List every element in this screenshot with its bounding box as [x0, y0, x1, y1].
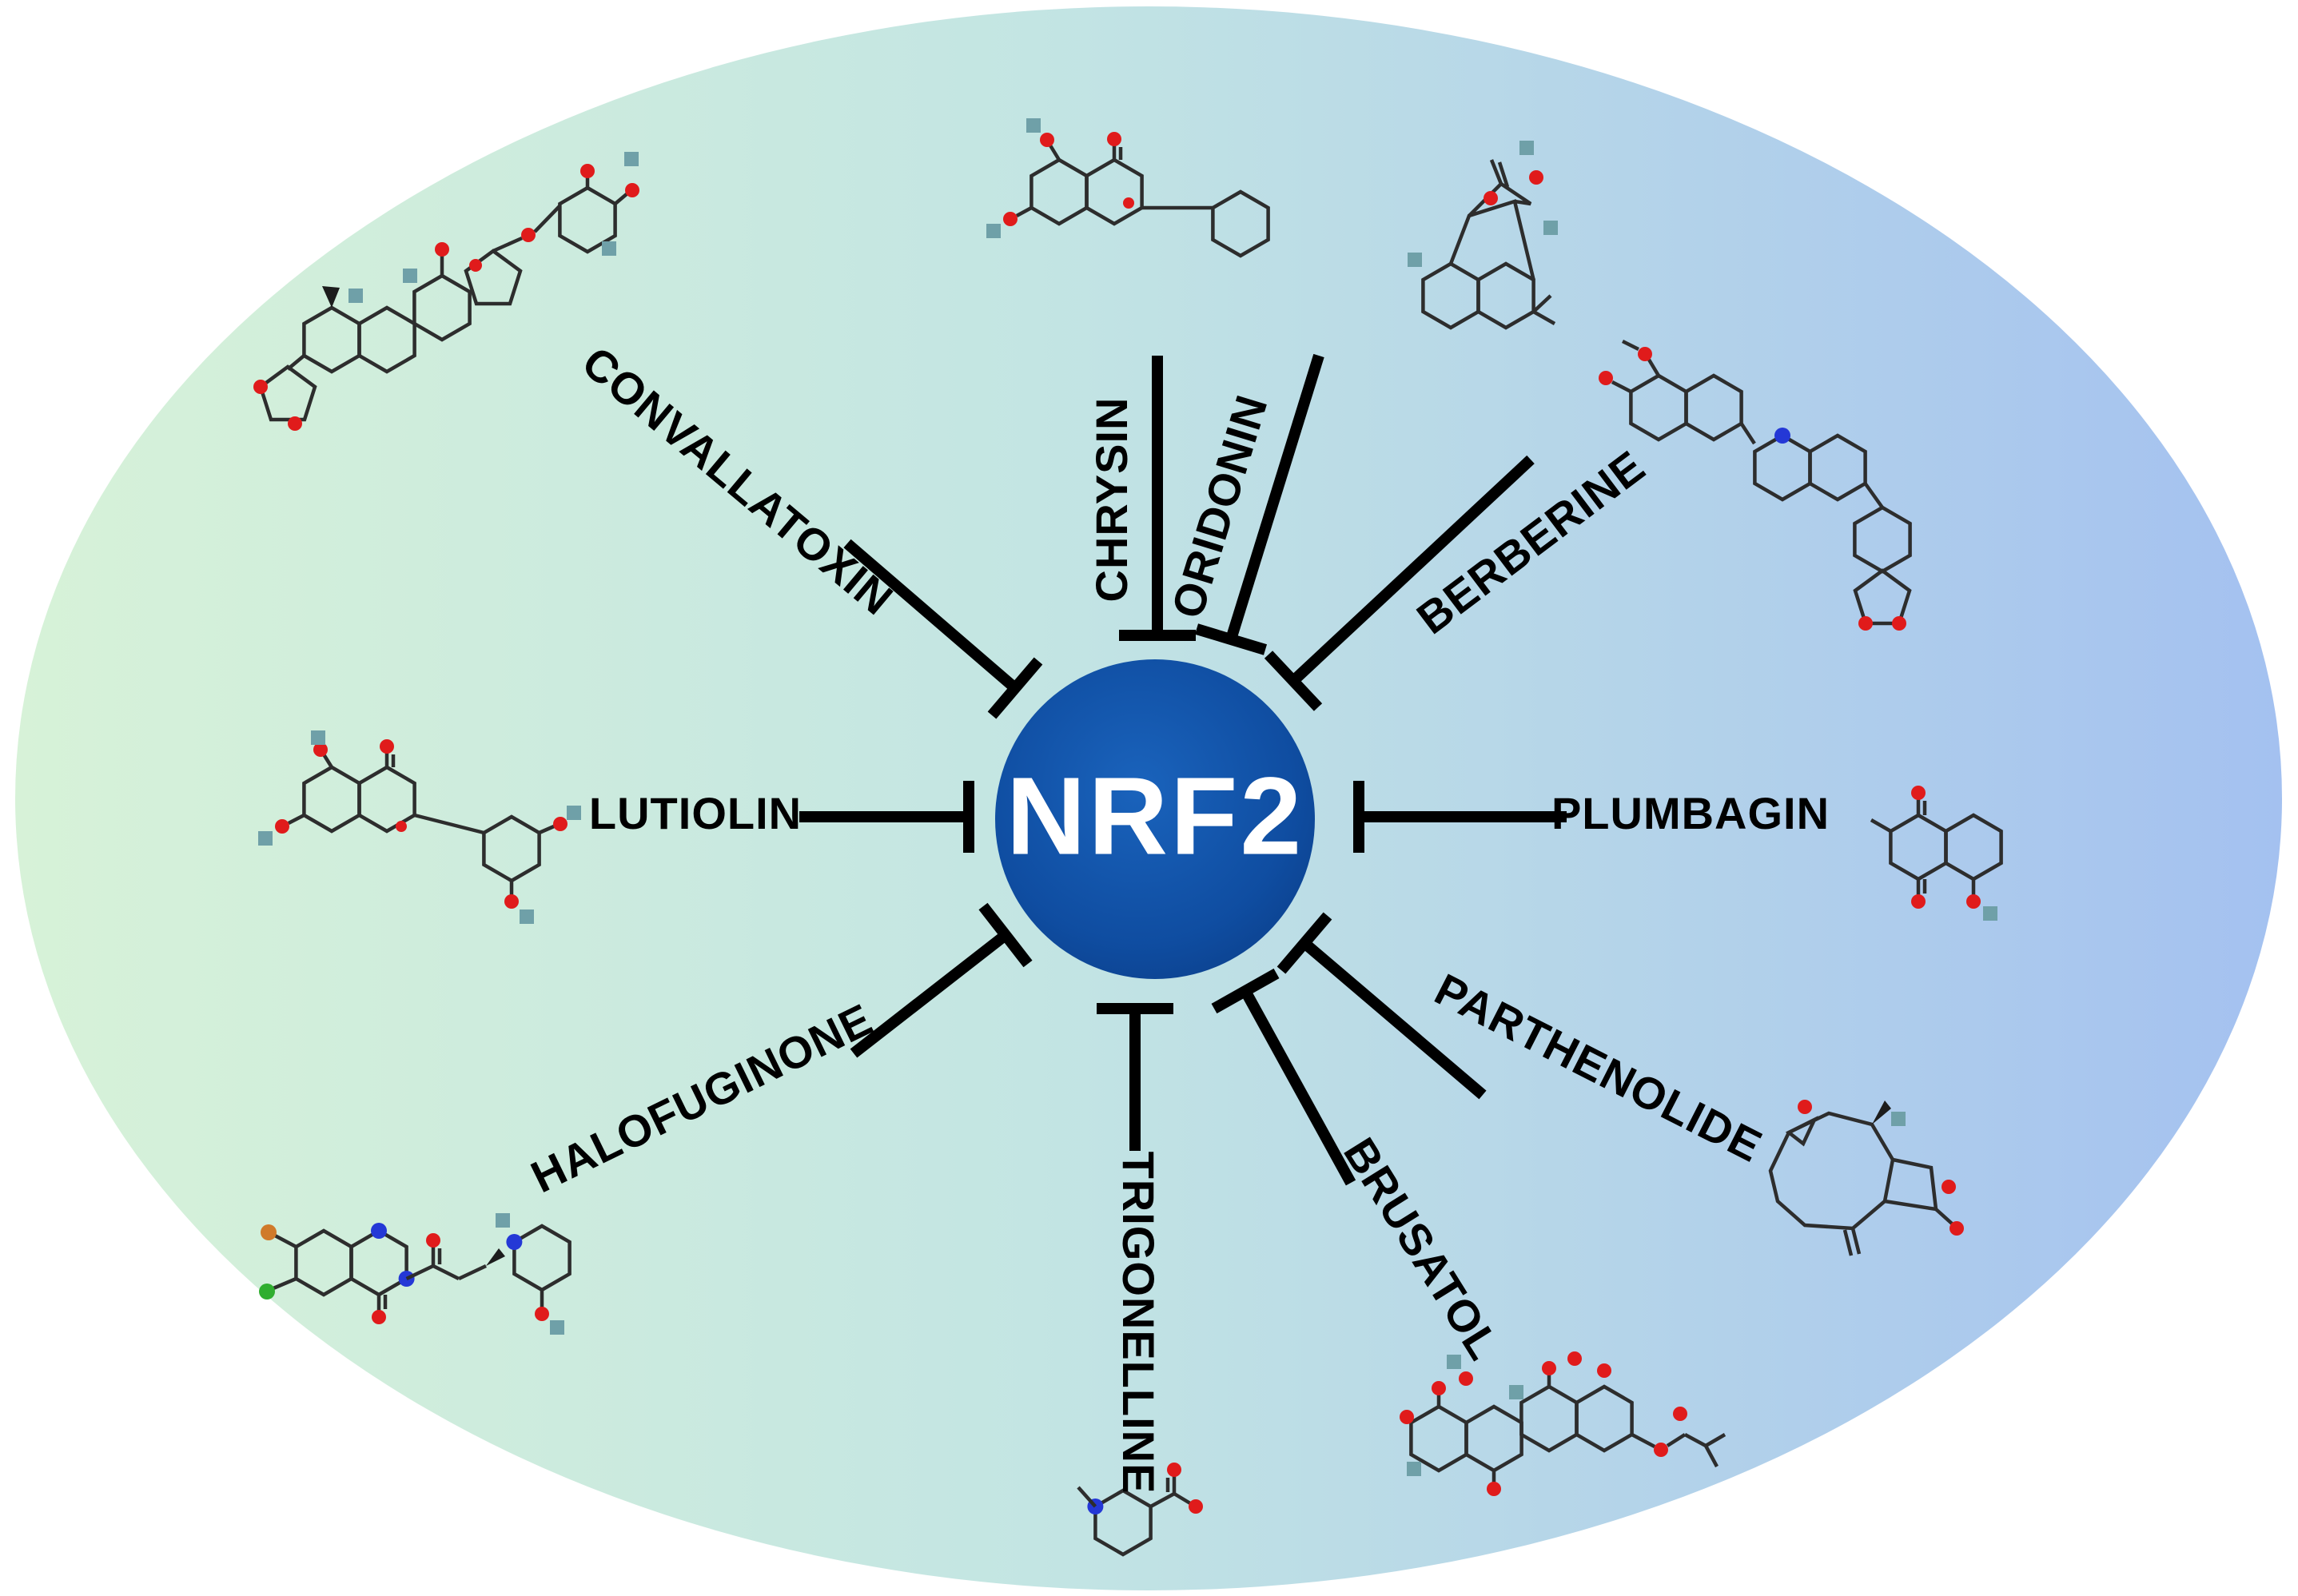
compound-label-trigonelline: TRIGONELLINE — [1113, 1152, 1164, 1495]
lutiolin-structure — [258, 730, 581, 924]
brusatol-structure — [1400, 1351, 1726, 1496]
inhibition-line-trigonelline — [1097, 1003, 1173, 1151]
inhibition-line-oridonin — [1194, 353, 1324, 655]
compound-label-lutiolin: LUTIOLIN — [589, 788, 802, 838]
inhibition-line-brusatol — [1211, 968, 1356, 1186]
inhibition-line-parthenolide — [1276, 912, 1487, 1100]
inhibition-line-berberine — [1264, 455, 1535, 711]
compound-label-plumbagin: PLUMBAGIN — [1551, 788, 1830, 838]
nrf2-node: NRF2 — [995, 659, 1315, 979]
inhibition-line-lutiolin — [799, 781, 974, 853]
plumbagin-structure — [1870, 786, 2001, 921]
nrf2-label: NRF2 — [1006, 754, 1304, 878]
convallatoxin-structure — [253, 152, 639, 431]
oridonin-structure — [1408, 141, 1558, 328]
inhibition-line-convallatoxin — [843, 539, 1043, 719]
berberine-structure — [1599, 339, 1910, 631]
trigonelline-structure — [1077, 1463, 1203, 1554]
inhibition-line-chrysin — [1119, 356, 1196, 641]
inhibition-line-plumbagin — [1353, 781, 1567, 853]
chrysin-structure — [986, 118, 1268, 256]
compound-label-chrysin: CHRYSIN — [1086, 397, 1137, 603]
halofuginone-structure — [259, 1213, 570, 1335]
inhibition-line-halofuginone — [850, 902, 1033, 1058]
parthenolide-structure — [1768, 1100, 1964, 1256]
nrf2-circle — [995, 659, 1315, 979]
